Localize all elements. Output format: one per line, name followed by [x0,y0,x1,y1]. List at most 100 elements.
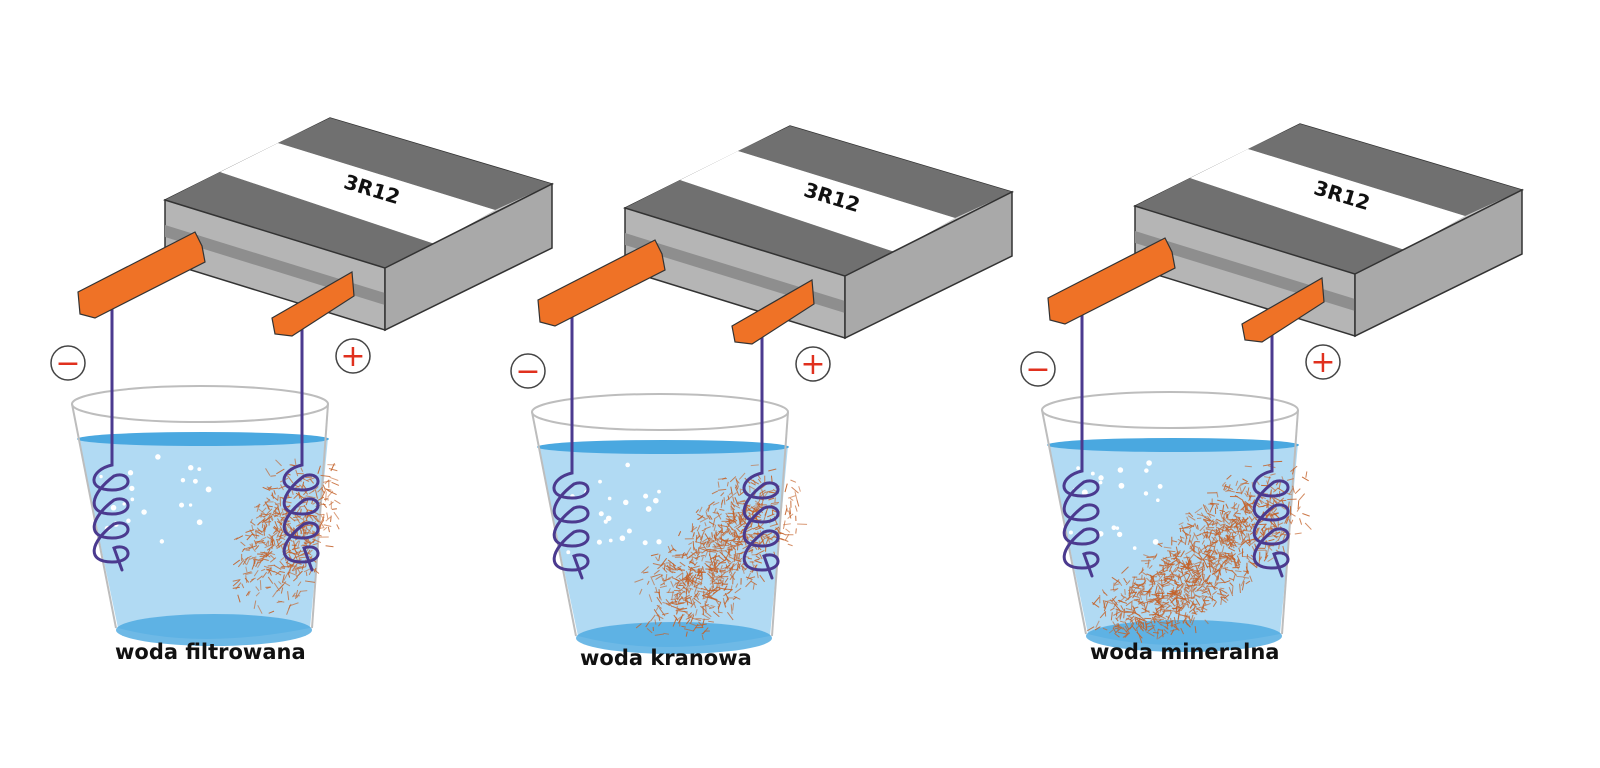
rust-particle [715,576,721,579]
wire [92,284,130,572]
rust-particle [294,540,300,546]
rust-particle [790,479,797,483]
rust-particle [641,566,649,574]
rust-particle [277,534,286,541]
rust-particle [1187,515,1196,521]
rust-particle [1225,485,1234,490]
rust-particle [1161,565,1165,572]
rust-particle [650,614,656,622]
rust-particle [1297,500,1300,510]
rust-particle [299,590,308,592]
rust-particle [1150,615,1156,622]
rust-particle [730,486,733,495]
rust-particle [275,529,283,533]
rust-particle [685,619,691,625]
rust-particle [1219,511,1223,519]
rust-particle [1163,577,1173,581]
rust-particle [1163,584,1170,587]
bubble [642,540,648,546]
rust-particle [645,620,651,628]
rust-particle [1241,539,1249,546]
rust-particle [1095,620,1100,628]
rust-particle [255,504,261,508]
rust-particle [688,551,697,558]
rust-particle [710,589,719,597]
rust-particle [308,549,313,554]
battery-band-dark [738,126,1012,218]
rust-particle [272,505,280,513]
rust-particle [1204,603,1211,607]
rust-particle [1244,519,1249,528]
rust-particle [676,614,685,621]
bubble [598,511,604,517]
rust-particle [1217,535,1225,543]
rust-particle [1161,591,1164,599]
rust-particle [1184,532,1191,536]
rust-particle [279,512,283,518]
rust-particle [1226,558,1232,561]
rust-particle [1187,567,1193,577]
rust-particle [713,543,717,548]
rust-particle [1184,587,1190,595]
rust-particle [1288,518,1292,524]
rust-particle [785,528,791,533]
rust-particle [1229,555,1236,562]
rust-particle [692,540,695,551]
rust-particle [263,512,271,518]
rust-particle [1163,579,1168,584]
rust-particle [745,580,753,588]
bubble [196,519,203,526]
rust-particle [697,571,704,580]
rust-particle [685,576,690,585]
rust-particle [1167,615,1170,621]
rust-particle [1204,619,1209,625]
rust-particle [665,565,674,570]
rust-particle [1134,618,1138,625]
rust-particle [688,568,696,571]
rust-particle [1175,546,1179,555]
rust-particle [279,520,283,524]
rust-particle [693,561,698,567]
rust-particle [709,539,715,542]
rust-particle [1246,540,1252,544]
rust-particle [1262,526,1270,530]
rust-particle [256,575,263,581]
rust-particle [735,583,739,588]
rust-particle [1216,491,1219,498]
rust-particle [1167,550,1176,553]
rust-particle [1220,597,1227,604]
rust-particle [1277,522,1284,526]
rust-particle [304,531,314,534]
rust-particle [1229,542,1233,548]
rust-particle [1204,577,1209,585]
rust-particle [276,600,283,604]
rust-particle [733,492,737,496]
minus-symbol: − [515,354,540,389]
rust-particle [245,575,248,584]
rust-particle [1270,506,1277,512]
rust-particle [678,586,686,593]
rust-particle [249,543,256,552]
rust-particle [289,464,296,467]
rust-particle [1220,545,1225,556]
rust-particle [741,518,746,523]
rust-particle [655,556,659,562]
rust-particle [1150,597,1158,601]
rust-particle [257,561,262,568]
rust-particle [654,633,665,636]
rust-particle [796,499,800,507]
rust-particle [678,531,682,537]
rust-particle [759,553,763,560]
rust-particle [281,508,284,515]
rust-particle [320,515,325,521]
rust-particle [303,569,309,573]
rust-particle [1143,576,1146,585]
rust-particle [307,539,312,545]
rust-particle [684,594,691,599]
rust-particle [268,515,274,522]
bubble [645,506,652,512]
rust-particle [1201,579,1206,586]
rust-particle [1193,609,1196,614]
positive-terminal [1241,277,1325,343]
rust-particle [1204,558,1213,562]
